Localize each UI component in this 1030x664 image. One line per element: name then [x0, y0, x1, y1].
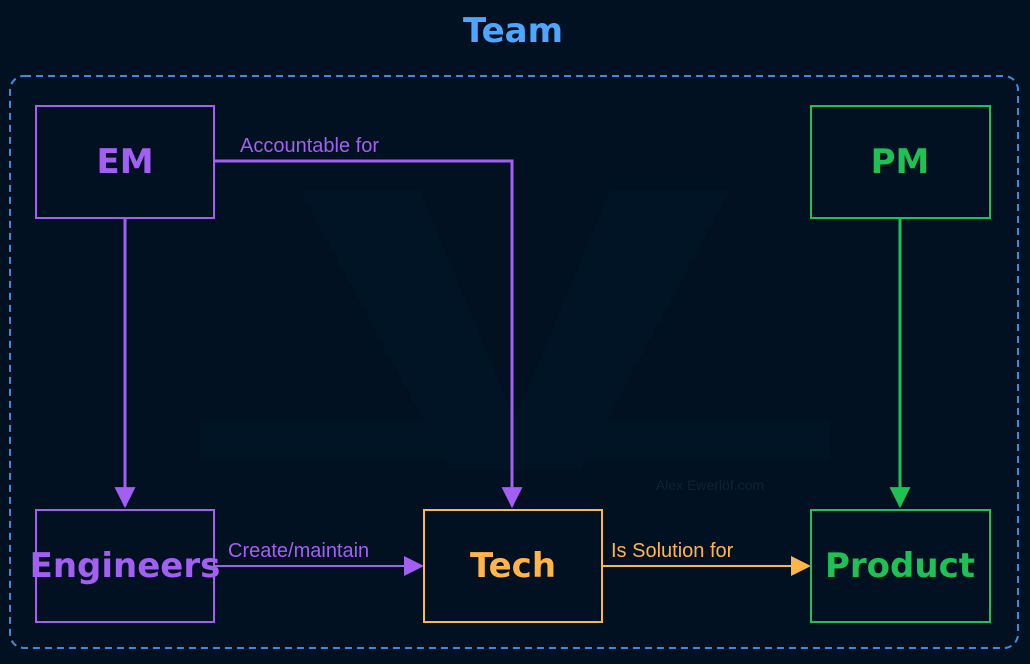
- node-tech-label: Tech: [470, 546, 556, 586]
- diagram-title: Team: [463, 11, 563, 51]
- node-tech: Tech: [423, 509, 603, 623]
- node-pm: PM: [810, 105, 991, 219]
- edge-label-accountable-for: Accountable for: [240, 135, 379, 157]
- edge-label-create-maintain: Create/maintain: [228, 540, 369, 562]
- node-pm-label: PM: [871, 142, 930, 182]
- background-logo-shape: [200, 190, 830, 470]
- node-engineers: Engineers: [30, 509, 221, 623]
- node-em: EM: [35, 105, 215, 219]
- node-em-label: EM: [96, 142, 153, 182]
- node-product-label: Product: [825, 546, 975, 586]
- edge-em-to-tech: [214, 159, 523, 509]
- watermark-text: Alex Ewerlöf.com: [656, 477, 764, 493]
- node-product: Product: [810, 509, 991, 623]
- edge-label-is-solution-for: Is Solution for: [611, 540, 734, 562]
- node-engineers-label: Engineers: [30, 546, 221, 586]
- team-container: [9, 75, 1019, 649]
